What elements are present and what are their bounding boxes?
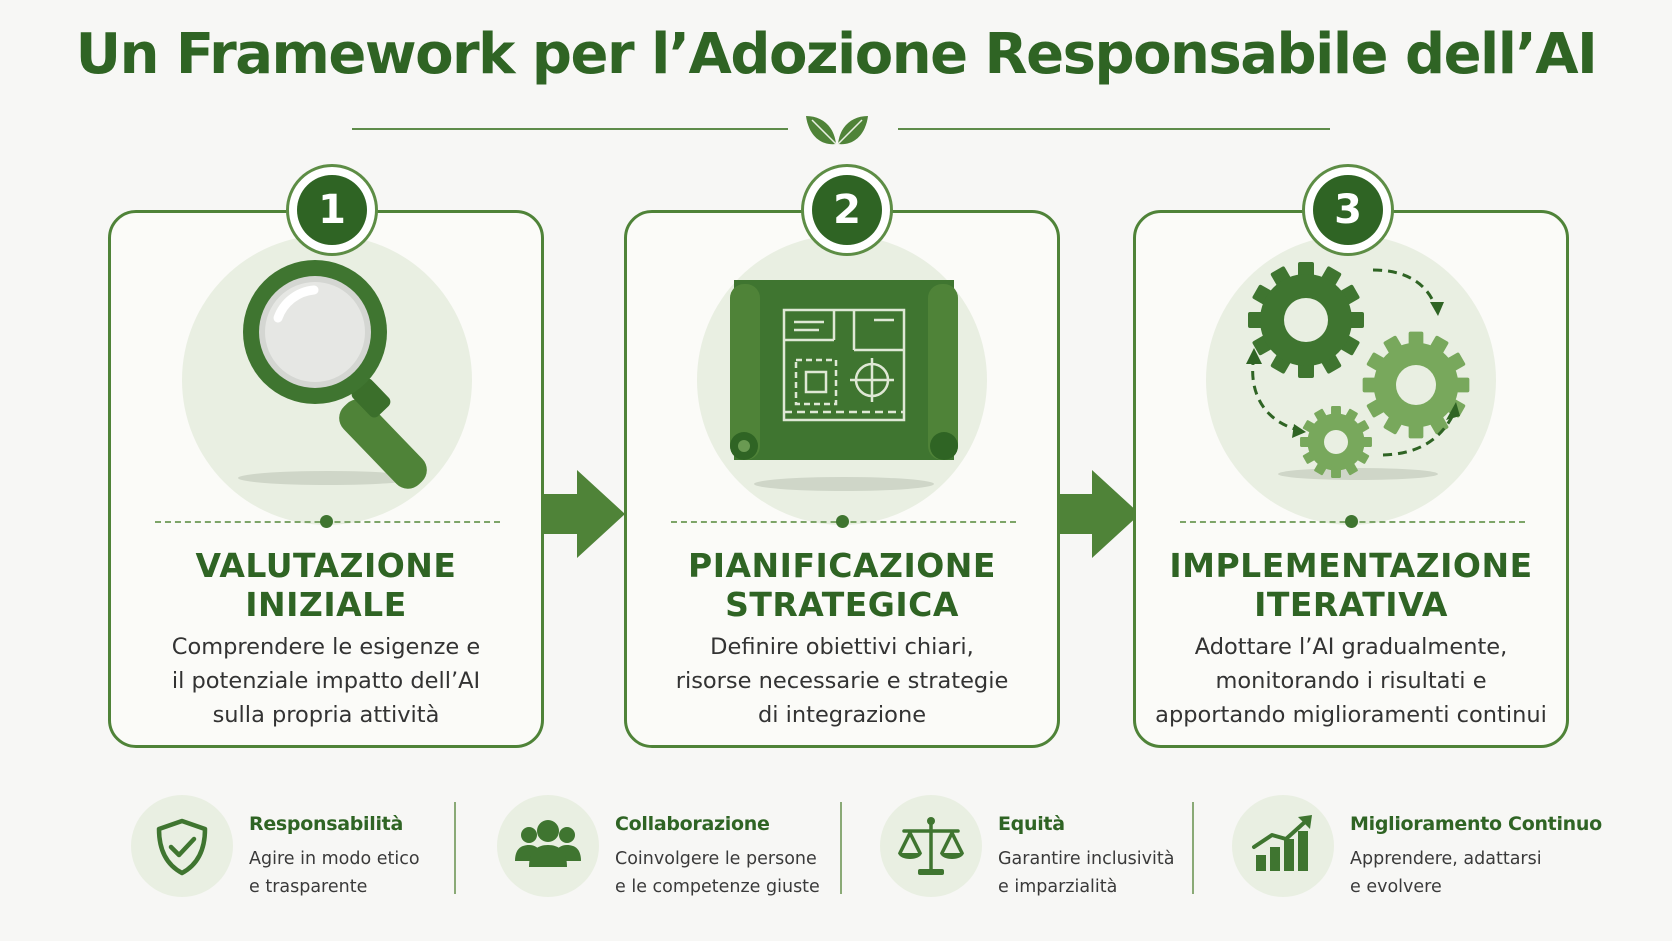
leaf-icon	[806, 116, 868, 145]
footer-separator	[454, 802, 456, 894]
step-2-description: Definire obiettivi chiari,risorse necess…	[675, 634, 1009, 728]
step-1-badge: 1	[286, 164, 378, 256]
step-3-description: Adottare l’AI gradualmente,monitorando i…	[1155, 634, 1547, 728]
title-divider-right	[898, 128, 1330, 130]
people-icon	[515, 820, 581, 867]
balance-scale-icon	[898, 817, 964, 875]
growth-chart-icon	[1252, 815, 1312, 871]
blueprint-icon	[730, 280, 958, 491]
gears-icon	[1246, 262, 1470, 480]
step-2-number: 2	[812, 175, 882, 245]
title-divider-left	[352, 128, 788, 130]
step-2-separator-dot	[836, 515, 849, 528]
arrow-right-icon	[543, 470, 625, 558]
magnifying-glass-icon	[238, 260, 427, 489]
principle-miglioramento-continuo: Miglioramento Continuo Apprendere, adatt…	[1232, 795, 1652, 903]
arrow-right-icon	[1058, 470, 1140, 558]
step-3-number: 3	[1313, 175, 1383, 245]
principle-icon-background	[131, 795, 233, 897]
principle-title: Miglioramento Continuo	[1350, 813, 1602, 835]
step-3-badge: 3	[1302, 164, 1394, 256]
step-1-separator-dot	[320, 515, 333, 528]
step-3-separator-dot	[1345, 515, 1358, 528]
principle-icon-background	[1232, 795, 1334, 897]
principle-title: Responsabilità	[249, 813, 403, 835]
footer-separator	[1192, 802, 1194, 894]
step-2-badge: 2	[801, 164, 893, 256]
principle-title: Equità	[998, 813, 1065, 835]
shield-check-icon	[156, 818, 208, 876]
footer-separator	[840, 802, 842, 894]
page-title: Un Framework per l’Adozione Responsabile…	[75, 22, 1598, 87]
principle-title: Collaborazione	[615, 813, 770, 835]
step-1-number: 1	[297, 175, 367, 245]
